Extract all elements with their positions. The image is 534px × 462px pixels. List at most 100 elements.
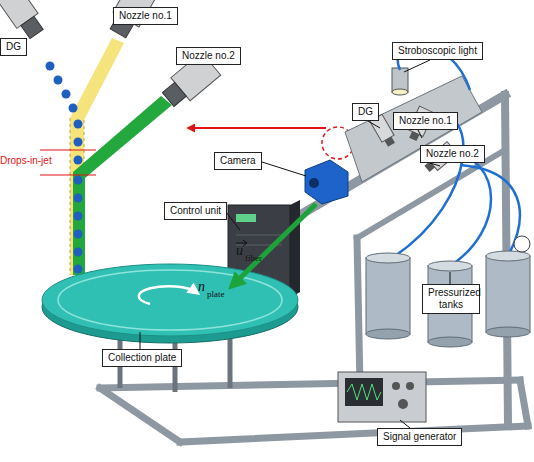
math-symbol: n xyxy=(198,280,205,294)
nozzle-tip xyxy=(162,82,186,106)
frame-rail xyxy=(100,388,180,442)
unit-side xyxy=(290,200,300,298)
droplet xyxy=(74,265,83,274)
pressurized-tanks xyxy=(366,236,530,347)
label-text: Signal generator xyxy=(383,431,456,443)
leader-line xyxy=(262,162,306,176)
tank-bottom xyxy=(486,327,530,337)
droplet xyxy=(74,194,83,203)
knob xyxy=(392,382,400,390)
label-text: Nozzle no.1 xyxy=(119,10,172,22)
camera-lens xyxy=(309,178,319,188)
knob xyxy=(406,382,414,390)
nozzle-tip xyxy=(21,16,43,38)
dg-nozzle xyxy=(0,0,47,41)
label-text: DG xyxy=(358,106,373,118)
stroboscopic-lamp xyxy=(392,68,408,95)
fiber-arrow xyxy=(232,204,316,286)
label-text: Camera xyxy=(220,155,256,167)
tank-top xyxy=(428,261,472,271)
leader-line xyxy=(226,212,240,230)
label-box: Nozzle no.1 xyxy=(113,7,178,25)
unit-slot xyxy=(236,235,282,236)
droplet xyxy=(46,62,55,71)
rotation-arrow xyxy=(139,286,196,304)
label-box: DG xyxy=(0,38,27,56)
marker-line xyxy=(40,174,96,175)
tank-body xyxy=(366,258,410,334)
camera-body xyxy=(305,160,348,204)
tube xyxy=(392,114,463,258)
droplet xyxy=(74,248,83,257)
tube xyxy=(460,165,520,256)
frame-rail xyxy=(100,380,520,388)
label-box: Camera xyxy=(214,152,262,170)
label-text: Collection plate xyxy=(108,352,176,364)
label-box: Pressurized tanks xyxy=(422,284,480,314)
vector-arrow-head xyxy=(243,240,247,246)
tank-top xyxy=(486,251,530,261)
label-box: Control unit xyxy=(164,202,227,220)
supply-tubes xyxy=(392,44,520,266)
droplet xyxy=(74,230,83,239)
math-symbol: plate xyxy=(207,290,225,299)
leader-line xyxy=(368,121,380,128)
waveform xyxy=(347,384,381,400)
tank-body xyxy=(486,256,530,332)
pressure-gauge xyxy=(514,236,530,252)
nozzle-tip xyxy=(385,137,395,147)
leader-line xyxy=(140,332,141,349)
label-text: Pressurized tanks xyxy=(428,287,474,311)
droplet xyxy=(74,212,83,221)
label-text: Control unit xyxy=(170,205,221,217)
tube xyxy=(448,150,491,266)
leader-line xyxy=(418,130,422,138)
collection-plate xyxy=(42,264,298,392)
nozzle-tip xyxy=(409,131,419,141)
label-box: Nozzle no.1 xyxy=(393,112,458,130)
marker-line xyxy=(40,149,96,150)
frame-rail xyxy=(520,380,528,426)
label-box: Collection plate xyxy=(102,349,182,367)
label-text: Stroboscopic light xyxy=(398,45,477,57)
unit-display xyxy=(236,214,256,222)
droplet xyxy=(62,90,71,99)
knob xyxy=(398,399,408,409)
droplet xyxy=(74,120,83,129)
leader-line xyxy=(400,420,410,428)
droplets xyxy=(46,62,83,274)
label-box: Nozzle no.2 xyxy=(420,145,485,163)
droplet xyxy=(74,138,83,147)
generator-screen xyxy=(345,378,383,406)
label-box: Signal generator xyxy=(377,428,462,446)
label-box: Nozzle no.2 xyxy=(176,47,241,65)
math-symbol: u xyxy=(236,244,243,258)
droplet xyxy=(69,104,78,113)
label-text: DG xyxy=(6,41,21,53)
droplet xyxy=(74,176,83,185)
generator-body xyxy=(338,372,426,422)
tank-bottom xyxy=(428,337,472,347)
leader-line xyxy=(404,60,430,72)
label-text: Nozzle no.2 xyxy=(426,148,479,160)
label-box: DG xyxy=(352,103,379,121)
label-text: Nozzle no.1 xyxy=(399,115,452,127)
label-text: Nozzle no.2 xyxy=(182,50,235,62)
plate-top xyxy=(42,264,298,336)
frame-rail xyxy=(180,426,528,442)
signal-generator xyxy=(338,372,426,422)
math-symbol: fiber xyxy=(245,254,262,263)
green-jet xyxy=(73,96,172,275)
tank-bottom xyxy=(366,329,410,339)
leader-line xyxy=(450,272,451,284)
zoom-arrow xyxy=(188,127,326,129)
droplet xyxy=(74,156,83,165)
tank-top xyxy=(366,253,410,263)
callout-label: Drops-in-jet xyxy=(0,156,52,166)
frame-post xyxy=(357,238,360,386)
plate-ring xyxy=(58,270,282,330)
droplet xyxy=(54,76,63,85)
jet-outline xyxy=(70,118,71,275)
